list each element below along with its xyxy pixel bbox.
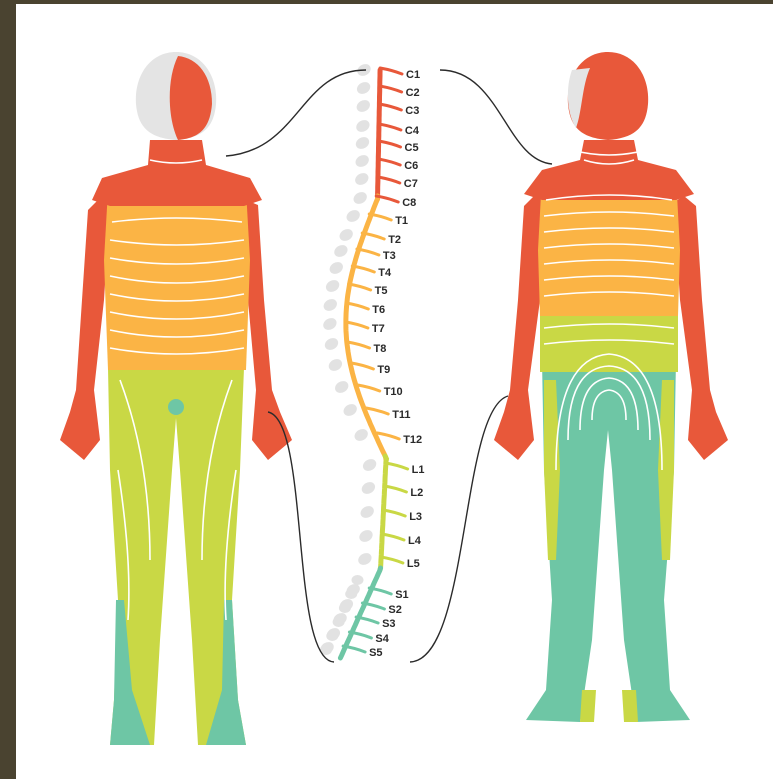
vertebra-t6: [321, 297, 339, 314]
segment-label-c8: C8: [402, 197, 416, 209]
vertebra-c4: [354, 118, 372, 135]
nerve-root-l4: [382, 534, 404, 540]
segment-label-t12: T12: [403, 434, 422, 446]
segment-label-c4: C4: [405, 125, 420, 137]
vertebra-t4: [327, 260, 345, 277]
front-torso: [104, 190, 250, 370]
segment-label-t11: T11: [392, 409, 410, 421]
segment-label-l1: L1: [412, 464, 425, 476]
vertebra-l2: [360, 480, 378, 497]
segment-label-s5: S5: [369, 647, 382, 659]
segment-label-c1: C1: [406, 69, 420, 81]
segment-label-s2: S2: [388, 604, 401, 616]
vertebra-t7: [321, 316, 339, 333]
connector-back-top: [440, 70, 552, 164]
spinal-column: C1C2C3C4C5C6C7C8T1T2T3T4T5T6T7T8T9T10T11…: [318, 62, 424, 659]
segment-label-t6: T6: [372, 304, 385, 316]
segment-label-s1: S1: [395, 589, 408, 601]
nerve-root-t6: [346, 303, 368, 309]
nerve-root-l3: [383, 510, 405, 516]
nerve-root-c3: [379, 104, 401, 110]
segment-label-t8: T8: [374, 343, 387, 355]
vertebra-t9: [327, 357, 345, 374]
sacral-vertebra: [345, 589, 357, 599]
segment-label-l4: L4: [408, 535, 422, 547]
vertebra-t10: [333, 379, 351, 396]
segment-label-c2: C2: [406, 87, 420, 99]
nerve-root-t7: [346, 322, 368, 328]
segment-label-t1: T1: [395, 215, 408, 227]
vertebra-l1: [361, 457, 379, 474]
nerve-root-t10: [358, 385, 380, 391]
vertebra-t5: [324, 278, 342, 295]
nerve-root-c5: [379, 141, 401, 147]
vertebra-c7: [353, 171, 371, 188]
front-groin-s: [168, 399, 184, 415]
back-right-arm: [674, 196, 728, 460]
nerve-root-t9: [351, 363, 373, 369]
segment-label-c6: C6: [404, 160, 418, 172]
nerve-roots: [340, 68, 407, 658]
vertebra-t8: [323, 336, 341, 353]
front-body-figure: [60, 52, 292, 745]
vertebra-c3: [354, 98, 372, 115]
nerve-root-t8: [348, 342, 370, 348]
nerve-root-c4: [379, 124, 401, 130]
vertebra-t3: [332, 243, 350, 260]
spinal-cord-lumbar: [380, 456, 387, 570]
front-left-arm: [60, 200, 110, 460]
vertebra-l3: [358, 504, 376, 521]
segment-label-l3: L3: [409, 511, 422, 523]
sacral-vertebra: [333, 617, 345, 627]
vertebra-l4: [357, 528, 375, 545]
front-shoulders: [92, 140, 262, 206]
segment-label-l2: L2: [410, 487, 423, 499]
nerve-root-c6: [378, 159, 400, 165]
back-shoulders: [524, 140, 694, 200]
nerve-root-t12: [377, 433, 399, 439]
vertebra-c8: [351, 190, 369, 207]
vertebra-t1: [344, 208, 362, 225]
segment-label-t9: T9: [377, 364, 390, 376]
connector-back-bottom: [410, 396, 508, 662]
segment-label-t4: T4: [378, 267, 392, 279]
nerve-root-t11: [366, 408, 388, 414]
vertebra-c5: [354, 135, 372, 152]
nerve-root-t5: [349, 284, 371, 290]
segment-label-c7: C7: [404, 178, 418, 190]
vertebra-c6: [353, 153, 371, 170]
segment-label-t2: T2: [388, 234, 401, 246]
vertebra-c2: [355, 80, 373, 97]
back-right-heel: [622, 690, 638, 722]
nerve-root-l1: [386, 463, 408, 469]
sacral-vertebra: [352, 575, 364, 585]
sacral-vertebra: [339, 603, 351, 613]
sacral-vertebra: [326, 631, 338, 641]
nerve-root-l2: [384, 486, 406, 492]
segment-label-c5: C5: [405, 142, 419, 154]
segment-label-l5: L5: [407, 558, 420, 570]
segment-label-t7: T7: [372, 323, 385, 335]
connector-front-top: [226, 70, 366, 156]
segment-label-t10: T10: [384, 386, 403, 398]
nerve-root-c7: [378, 177, 400, 183]
segment-label-c3: C3: [405, 105, 419, 117]
vertebra-l5: [356, 551, 374, 568]
segment-label-s3: S3: [382, 618, 395, 630]
segment-label-s4: S4: [375, 633, 389, 645]
front-right-arm: [246, 200, 292, 460]
vertebra-t11: [341, 402, 359, 419]
nerve-root-c2: [380, 86, 402, 92]
segment-label-t3: T3: [383, 250, 396, 262]
nerve-root-c1: [380, 68, 402, 74]
nerve-root-l5: [381, 557, 403, 563]
vertebra-t2: [337, 227, 355, 244]
back-left-heel: [580, 690, 596, 722]
spinal-cord-cervical: [378, 70, 381, 199]
back-left-arm: [494, 196, 546, 460]
segment-label-t5: T5: [375, 285, 388, 297]
vertebra-t12: [352, 427, 370, 444]
